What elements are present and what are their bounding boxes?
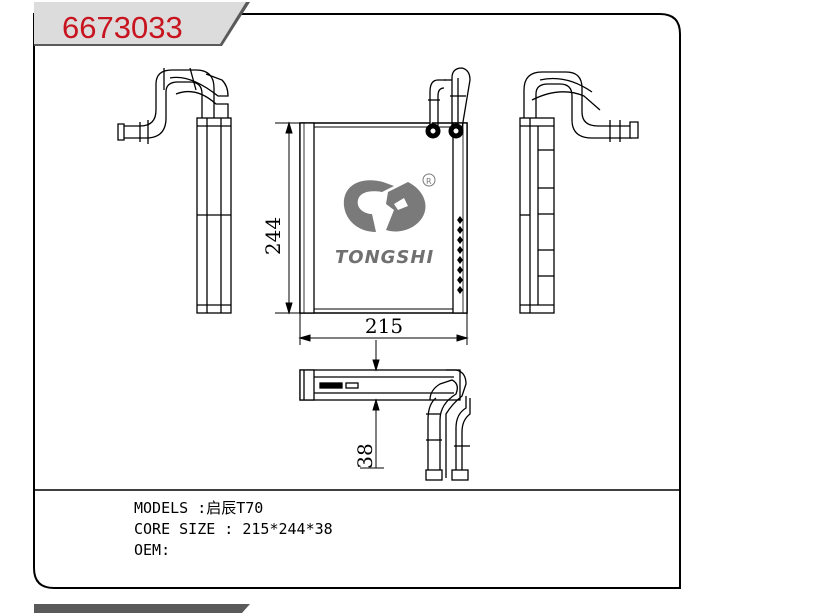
part-number: 6673033: [62, 10, 183, 45]
height-dimension: [275, 121, 300, 315]
width-dimension: [298, 313, 469, 345]
models-value: 启辰T70: [206, 499, 264, 517]
models-row: MODELS :启辰T70: [134, 498, 333, 519]
core-size-value: 215*244*38: [242, 520, 333, 538]
front-view: [299, 67, 471, 314]
oem-label: OEM:: [134, 541, 171, 559]
height-label: 244: [261, 217, 285, 255]
models-label: MODELS :: [134, 499, 207, 517]
right-side-view: [519, 71, 639, 314]
next-sheet-tab: [34, 604, 250, 613]
frame-border: [33, 13, 681, 589]
logo-mark-left: [343, 180, 394, 232]
registered-mark: R: [426, 177, 432, 186]
spec-info: MODELS :启辰T70 CORE SIZE : 215*244*38 OEM…: [134, 498, 333, 561]
core-size-label: CORE SIZE :: [134, 520, 243, 538]
core-size-row: CORE SIZE : 215*244*38: [134, 519, 333, 540]
left-side-view: [117, 67, 232, 314]
depth-dimension: [360, 340, 384, 469]
registered-circle: [422, 173, 436, 187]
oem-row: OEM:: [134, 540, 333, 561]
brand-logo: TONGSHI R: [335, 173, 436, 268]
brand-name: TONGSHI: [335, 247, 434, 268]
top-view: [299, 369, 471, 481]
part-number-tab: 6673033: [34, 2, 250, 46]
depth-label: 38: [353, 443, 377, 468]
width-label: 215: [365, 314, 403, 338]
